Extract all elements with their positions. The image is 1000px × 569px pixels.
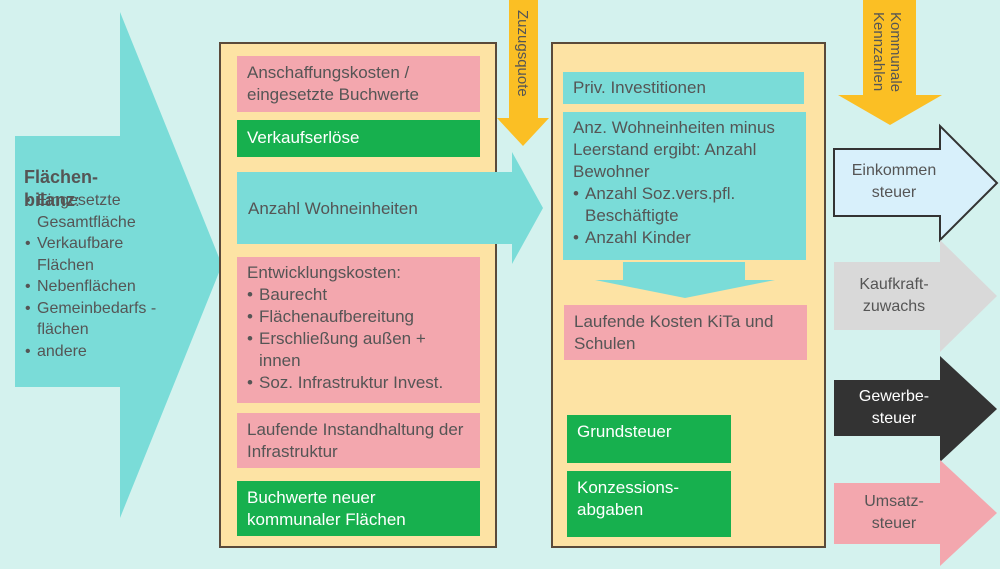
list-item: Flächenaufbereitung: [247, 306, 470, 328]
list-item: Nebenflächen: [25, 276, 170, 298]
list-item: Gemeinbedarfs -flächen: [25, 298, 170, 341]
instandhaltung-box: Laufende Instandhaltung der Infrastruktu…: [237, 413, 480, 468]
grundsteuer-box: Grundsteuer: [567, 415, 731, 463]
entwicklungskosten-list: Baurecht Flächenaufbereitung Erschließun…: [247, 284, 470, 394]
konzessionsabgaben-box: Konzessions- abgaben: [567, 471, 731, 537]
list-item: Baurecht: [247, 284, 470, 306]
entwicklungskosten-title: Entwicklungskosten:: [247, 263, 402, 282]
umsatzsteuer-label: Umsatz- steuer: [864, 493, 924, 532]
bewohner-list: Anzahl Soz.vers.pfl. Beschäftigte Anzahl…: [573, 183, 796, 249]
list-item: Erschließung außen + innen: [247, 328, 470, 372]
list-item: Anzahl Soz.vers.pfl. Beschäftigte: [573, 183, 796, 227]
list-item: Soz. Infrastruktur Invest.: [247, 372, 470, 394]
bewohner-text: Anz. Wohneinheiten minus Leerstand ergib…: [573, 118, 775, 181]
einkommensteuer-label: Einkommen steuer: [851, 162, 937, 201]
kommunale-kennzahlen-label: Kommunale Kennzahlen: [870, 12, 904, 93]
kaufkraft-label: Kaufkraft- zuwachs: [859, 276, 929, 315]
kita-schulen-box: Laufende Kosten KiTa und Schulen: [564, 305, 807, 360]
entwicklungskosten-box: Entwicklungskosten: Baurecht Flächenaufb…: [237, 257, 480, 403]
list-item: Verkaufbare Flächen: [25, 233, 170, 276]
flaechenbilanz-list: Eingesetzte Gesamtfläche Verkaufbare Flä…: [25, 190, 170, 362]
verkaufserloese-box: Verkaufserlöse: [237, 120, 480, 157]
buchwerte-box: Buchwerte neuer kommunaler Flächen: [237, 481, 480, 536]
wohneinheiten-label: Anzahl Wohneinheiten: [248, 199, 418, 218]
list-item: Anzahl Kinder: [573, 227, 796, 249]
gewerbesteuer-label: Gewerbe- steuer: [858, 388, 930, 427]
wohneinheiten-bewohner-box: Anz. Wohneinheiten minus Leerstand ergib…: [563, 112, 806, 260]
list-item: Eingesetzte Gesamtfläche: [25, 190, 170, 233]
anschaffungskosten-box: Anschaffungskosten / eingesetzte Buchwer…: [237, 56, 480, 112]
zuzugsquote-label: Zuzugsquote: [514, 10, 531, 97]
priv-investitionen-box: Priv. Investitionen: [563, 72, 804, 104]
list-item: andere: [25, 341, 170, 363]
